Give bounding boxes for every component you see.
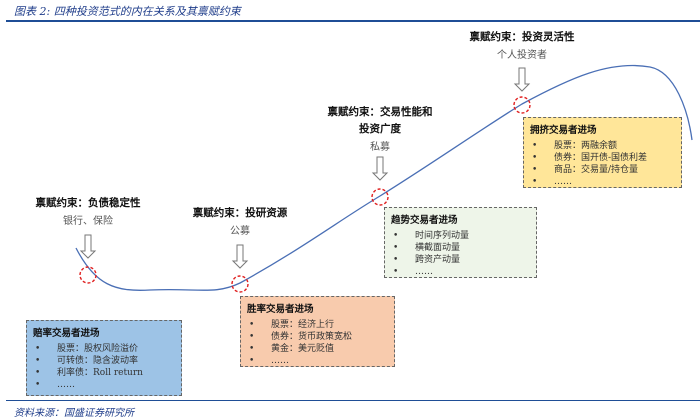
box-heading: 胜率交易者进场 xyxy=(247,304,314,315)
stage-marker-3 xyxy=(371,188,389,206)
constraint-text: 投资广度 xyxy=(359,123,401,135)
stage-label-4: 禀赋约束：投资灵活性 个人投资者 xyxy=(470,29,575,61)
list-item: …… xyxy=(247,355,388,367)
list-item: 股票：经济上行 xyxy=(247,319,388,331)
odds-trader-box: 赔率交易者进场 股票：股权风险溢价可转债：隐含波动率利率债：Roll retur… xyxy=(26,320,182,396)
investor-text: 个人投资者 xyxy=(497,50,547,61)
list-item: 时间序列动量 xyxy=(391,230,530,242)
list-item: …… xyxy=(530,176,675,188)
list-item: 利率债：Roll return xyxy=(33,367,175,379)
list-item: 黄金：美元贬值 xyxy=(247,343,388,355)
crowded-trader-box: 拥挤交易者进场 股票：两融余额债券：国开债-国债利差商品：交易量/持仓量…… xyxy=(523,117,682,188)
list-item: …… xyxy=(33,379,175,391)
list-item: 债券：货币政策宽松 xyxy=(247,331,388,343)
down-arrow-icon xyxy=(231,244,249,269)
list-item: 商品：交易量/持仓量 xyxy=(530,164,675,176)
down-arrow-icon xyxy=(79,234,97,259)
figure-title: 图表 2: 四种投资范式的内在关系及其禀赋约束 xyxy=(14,5,241,18)
list-item: 股票：股权风险溢价 xyxy=(33,343,175,355)
stage-label-1: 禀赋约束：负债稳定性 银行、保险 xyxy=(36,195,141,227)
stage-label-3: 禀赋约束：交易性能和 投资广度 私募 xyxy=(328,104,433,153)
stage-marker-1 xyxy=(79,266,97,284)
list-item: …… xyxy=(391,266,530,278)
stage-label-2: 禀赋约束：投研资源 公募 xyxy=(193,205,288,237)
stage-marker-4 xyxy=(513,96,531,114)
trend-trader-box: 趋势交易者进场 时间序列动量横截面动量跨资产动量…… xyxy=(384,207,537,278)
down-arrow-icon xyxy=(513,67,531,92)
footer-divider xyxy=(6,400,700,401)
stage-marker-2 xyxy=(231,275,249,293)
list-item: 股票：两融余额 xyxy=(530,140,675,152)
box-heading: 赔率交易者进场 xyxy=(33,328,100,339)
investor-text: 银行、保险 xyxy=(63,216,113,227)
title-divider xyxy=(6,20,700,22)
constraint-text: 禀赋约束：交易性能和 xyxy=(327,106,433,118)
constraint-text: 禀赋约束：投研资源 xyxy=(192,207,288,219)
list-item: 债券：国开债-国债利差 xyxy=(530,152,675,164)
investor-text: 公募 xyxy=(230,226,250,237)
s-curve xyxy=(75,64,693,291)
list-item: 跨资产动量 xyxy=(391,254,530,266)
win-rate-trader-box: 胜率交易者进场 股票：经济上行债券：货币政策宽松黄金：美元贬值…… xyxy=(240,296,395,367)
constraint-text: 禀赋约束：投资灵活性 xyxy=(469,31,575,43)
source-note: 资料来源：国盛证券研究所 xyxy=(14,408,134,418)
investor-text: 私募 xyxy=(370,142,390,153)
box-heading: 拥挤交易者进场 xyxy=(530,125,597,136)
constraint-text: 禀赋约束：负债稳定性 xyxy=(35,197,141,209)
list-item: 可转债：隐含波动率 xyxy=(33,355,175,367)
down-arrow-icon xyxy=(371,156,389,181)
list-item: 横截面动量 xyxy=(391,242,530,254)
box-heading: 趋势交易者进场 xyxy=(391,215,458,226)
